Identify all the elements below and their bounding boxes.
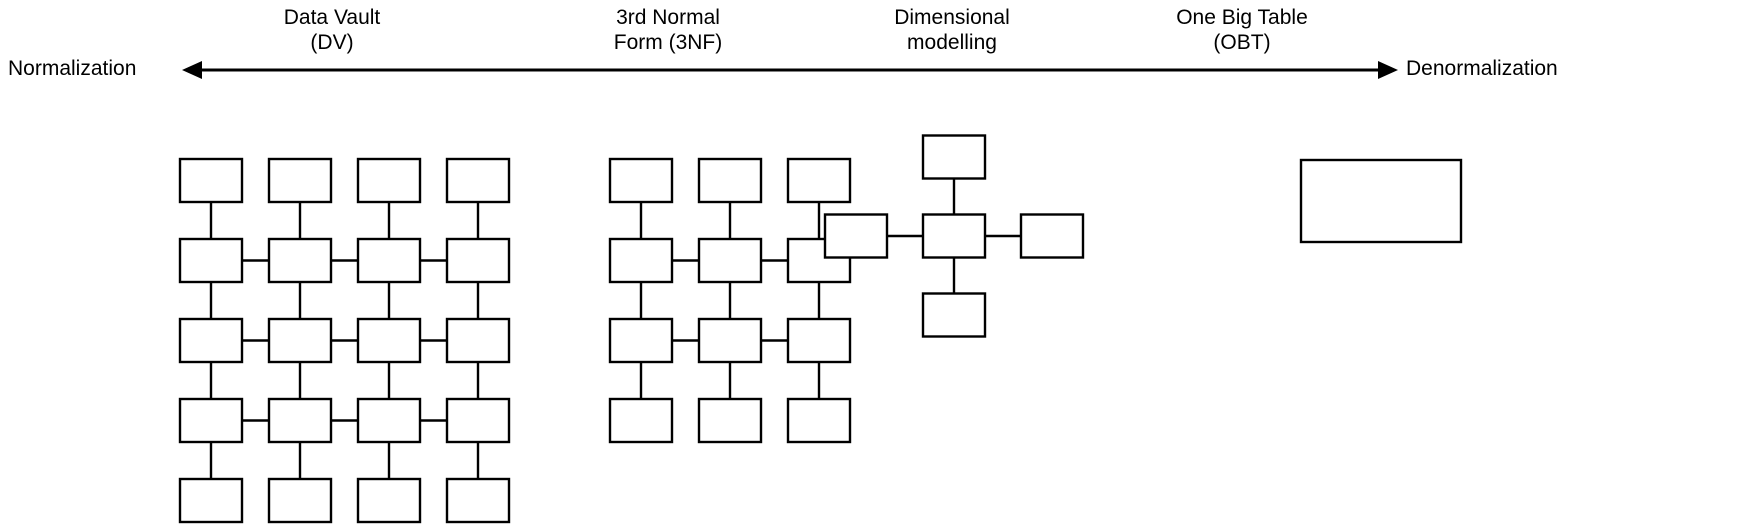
table-node: [786, 317, 852, 364]
table-node: [178, 317, 244, 364]
table-node: [445, 397, 511, 444]
axis-label-normalization: Normalization: [8, 57, 137, 80]
table-node: [267, 317, 333, 364]
table-node: [356, 237, 422, 284]
table-node: [267, 237, 333, 284]
table-node: [786, 397, 852, 444]
table-node: [445, 317, 511, 364]
dimension-node-left: [823, 213, 889, 259]
stage-caption-third-normal-form: 3rd Normal Form (3NF): [613, 6, 723, 54]
fact-node: [921, 213, 987, 259]
table-node: [697, 157, 763, 204]
axis-arrowhead-left: [182, 61, 202, 79]
table-node: [178, 397, 244, 444]
table-node: [608, 157, 674, 204]
table-node: [178, 237, 244, 284]
table-node: [697, 237, 763, 284]
table-node: [697, 397, 763, 444]
table-node: [445, 157, 511, 204]
stage-caption-one-big-table: One Big Table (OBT): [1176, 6, 1308, 54]
table-node: [356, 317, 422, 364]
table-node: [697, 317, 763, 364]
dimension-node-right: [1019, 213, 1085, 259]
table-node: [267, 157, 333, 204]
one-big-table-node: [1299, 158, 1463, 244]
table-node: [608, 397, 674, 444]
table-node: [356, 157, 422, 204]
stage-caption-dimensional-modelling: Dimensional modelling: [894, 6, 1010, 54]
table-node: [608, 317, 674, 364]
table-node: [267, 397, 333, 444]
table-node: [356, 397, 422, 444]
dimension-node-top: [921, 134, 987, 180]
table-node: [445, 237, 511, 284]
dimension-node-bottom: [921, 292, 987, 338]
table-node: [356, 477, 422, 524]
table-node: [608, 237, 674, 284]
axis-arrowhead-right: [1378, 61, 1398, 79]
table-node: [178, 477, 244, 524]
table-node: [178, 157, 244, 204]
table-node: [445, 477, 511, 524]
axis-label-denormalization: Denormalization: [1406, 57, 1558, 80]
stage-caption-data-vault: Data Vault (DV): [283, 6, 381, 54]
table-node: [786, 157, 852, 204]
table-node: [267, 477, 333, 524]
